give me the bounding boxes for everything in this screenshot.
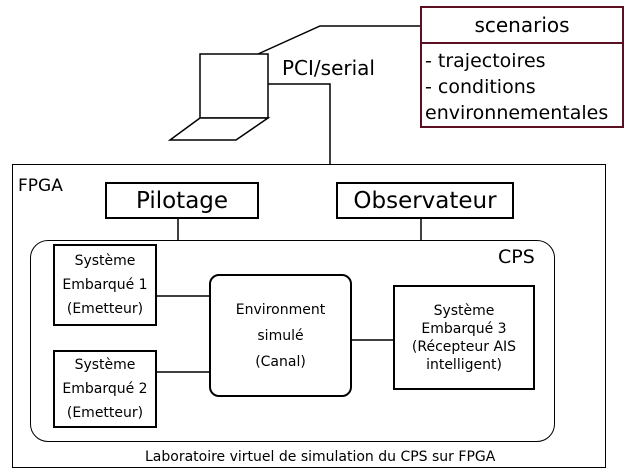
- scenarios-box: scenarios - trajectoires - conditions en…: [420, 6, 624, 128]
- emb2-line-2: Embarqué 2: [62, 381, 148, 397]
- env-line-3: (Canal): [255, 353, 306, 370]
- environment-box: Environment simulé (Canal): [209, 274, 352, 397]
- emb3-line-1: Système: [433, 302, 495, 319]
- scenarios-line-2: - conditions: [425, 76, 536, 98]
- scenarios-header: scenarios: [422, 8, 622, 44]
- emb1-line-1: Système: [74, 253, 136, 269]
- env-line-1: Environment: [235, 301, 326, 318]
- pci-serial-label: PCI/serial: [282, 56, 375, 80]
- scenarios-line-1: - trajectoires: [425, 50, 546, 72]
- scenarios-line-3: environnementales: [425, 102, 609, 124]
- env-line-2: simulé: [257, 327, 304, 344]
- pilotage-box: Pilotage: [105, 182, 259, 219]
- emb1-line-2: Embarqué 1: [62, 277, 148, 293]
- emb2-line-1: Système: [74, 357, 136, 373]
- laptop-to-fpga-line: [268, 83, 331, 164]
- embedded-system-1-box: Système Embarqué 1 (Emetteur): [53, 244, 157, 326]
- cps-label: CPS: [498, 246, 535, 268]
- embedded-system-2-box: Système Embarqué 2 (Emetteur): [53, 350, 157, 428]
- observateur-box: Observateur: [336, 182, 514, 219]
- embedded-system-3-box: Système Embarqué 3 (Récepteur AIS intell…: [393, 285, 535, 390]
- fpga-caption: Laboratoire virtuel de simulation du CPS…: [145, 449, 496, 465]
- emb3-line-3: (Récepteur AIS: [411, 338, 517, 355]
- emb3-line-4: intelligent): [426, 356, 502, 373]
- emb3-line-2: Embarqué 3: [421, 320, 507, 337]
- emb2-line-3: (Emetteur): [66, 405, 144, 421]
- observateur-label: Observateur: [353, 187, 497, 214]
- fpga-label: FPGA: [18, 176, 63, 196]
- laptop-to-scenarios-line: [257, 25, 420, 55]
- pilotage-label: Pilotage: [135, 187, 229, 214]
- laptop-icon: [167, 53, 271, 141]
- emb1-line-3: (Emetteur): [66, 301, 144, 317]
- cps-box: [30, 240, 555, 442]
- fpga-box: [12, 164, 606, 468]
- scenarios-title: scenarios: [474, 13, 570, 37]
